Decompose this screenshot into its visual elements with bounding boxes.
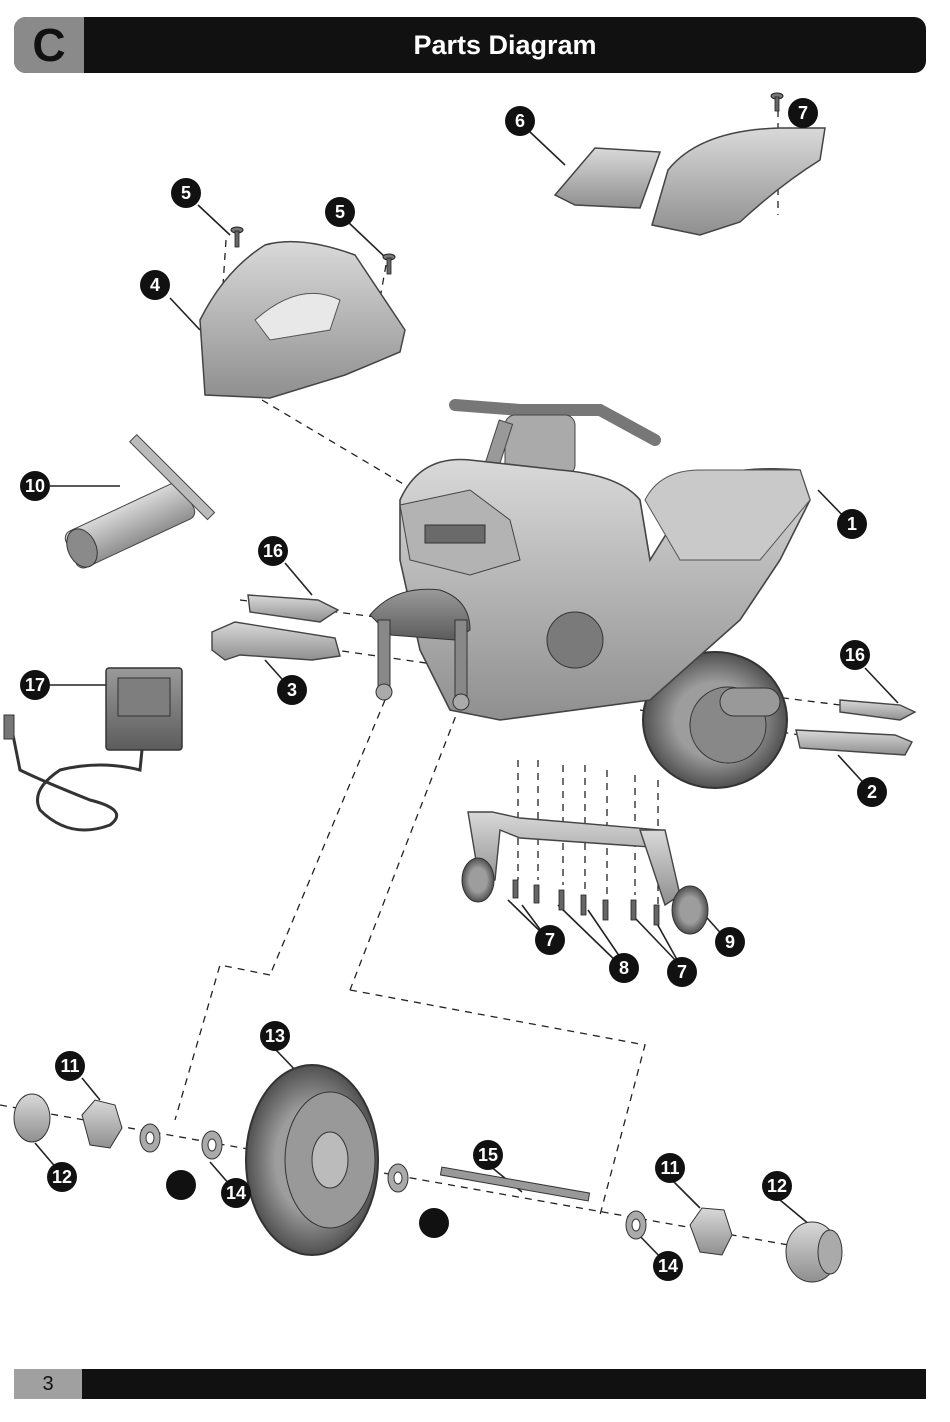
callout-7a: 7 <box>788 98 818 128</box>
callout-14a: 14 <box>221 1178 251 1208</box>
callout-10: 10 <box>20 471 50 501</box>
callout-label: 11 <box>60 1056 79 1076</box>
callout-label: 7 <box>545 930 555 950</box>
callout-12b: 12 <box>762 1171 792 1201</box>
page-number: 3 <box>14 1369 82 1399</box>
foot-pedal-part-left <box>212 622 340 660</box>
callout-2: 2 <box>857 777 887 807</box>
callout-6: 6 <box>505 106 535 136</box>
decor-panel-part-left <box>248 595 338 622</box>
decor-panel-part-right <box>840 700 915 720</box>
nut-part-right <box>690 1208 732 1255</box>
wrench-tool-part <box>61 435 215 572</box>
callout-label: 17 <box>25 675 45 695</box>
callout-label: 7 <box>798 103 808 123</box>
callout-11a: 11 <box>55 1051 85 1081</box>
callout-9: 9 <box>715 927 745 957</box>
callout-label: 9 <box>725 932 735 952</box>
callout-label: 15 <box>478 1145 498 1165</box>
callout-label: 6 <box>515 111 525 131</box>
seat-cover-part <box>555 128 825 235</box>
callout-5a: 5 <box>171 178 201 208</box>
callout-14b: 14 <box>653 1251 683 1281</box>
callout-16a: 16 <box>258 536 288 566</box>
motorcycle-body-part <box>370 405 810 788</box>
callout-12a: 12 <box>47 1162 77 1192</box>
callout-label: 1 <box>847 514 857 534</box>
callout-label: 13 <box>265 1026 285 1046</box>
callout-label: 3 <box>287 680 297 700</box>
marker-dot-left <box>166 1170 196 1200</box>
callout-label: 14 <box>226 1183 246 1203</box>
washer-part-far <box>626 1211 646 1239</box>
callout-label: 12 <box>767 1176 787 1196</box>
hubcap-part-left <box>14 1094 50 1142</box>
front-fairing-part <box>200 242 405 398</box>
callout-1: 1 <box>837 509 867 539</box>
callout-label: 5 <box>181 183 191 203</box>
callout-11b: 11 <box>655 1153 685 1183</box>
callout-label: 8 <box>619 958 629 978</box>
callout-16b: 16 <box>840 640 870 670</box>
callout-5b: 5 <box>325 197 355 227</box>
callout-13: 13 <box>260 1021 290 1051</box>
washer-part-right <box>388 1164 408 1192</box>
foot-pedal-part-right <box>796 730 912 755</box>
marker-dot-right <box>419 1208 449 1238</box>
callout-label: 7 <box>677 962 687 982</box>
callout-label: 14 <box>658 1256 678 1276</box>
callout-label: 16 <box>263 541 283 561</box>
page-footer: 3 <box>14 1369 926 1399</box>
callout-3: 3 <box>277 675 307 705</box>
screw-part-top <box>771 93 783 111</box>
callout-4: 4 <box>140 270 170 300</box>
callout-15: 15 <box>473 1140 503 1170</box>
rear-wheel-part <box>246 1065 378 1255</box>
callout-label: 5 <box>335 202 345 222</box>
callout-label: 10 <box>25 476 45 496</box>
callout-17: 17 <box>20 670 50 700</box>
screw-parts-training <box>513 880 659 925</box>
callout-7c: 7 <box>667 957 697 987</box>
callout-label: 12 <box>52 1167 72 1187</box>
callout-7b: 7 <box>535 925 565 955</box>
washer-part-left <box>140 1124 160 1152</box>
hubcap-part-right <box>786 1222 842 1282</box>
callout-8: 8 <box>609 953 639 983</box>
nut-part-left <box>82 1100 122 1148</box>
callout-label: 2 <box>867 782 877 802</box>
callout-label: 4 <box>150 275 160 295</box>
callout-label: 16 <box>845 645 865 665</box>
callout-label: 11 <box>660 1158 679 1178</box>
washer-part-mid <box>202 1131 222 1159</box>
